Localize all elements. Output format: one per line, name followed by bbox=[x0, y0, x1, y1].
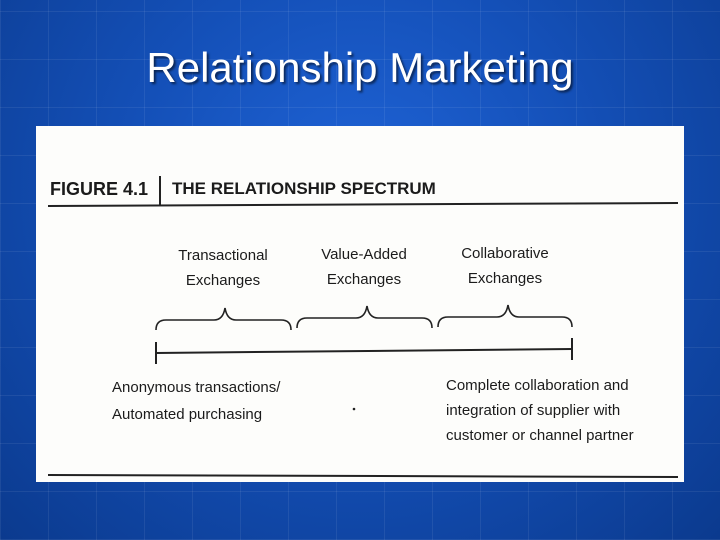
band-label-collaborative-line1: Collaborative bbox=[461, 245, 549, 262]
brace-value-added bbox=[296, 305, 433, 329]
right-note-line1: Complete collaboration and bbox=[446, 377, 629, 394]
header-rule bbox=[47, 202, 679, 207]
band-label-value-added-line2: Exchanges bbox=[327, 271, 401, 288]
left-note-line1: Anonymous transactions/ bbox=[112, 379, 281, 396]
right-note-line3: customer or channel partner bbox=[446, 427, 634, 444]
slide-title: Relationship Marketing bbox=[146, 44, 574, 91]
band-label-value-added-line1: Value-Added bbox=[321, 246, 407, 263]
relationship-spectrum-diagram: FIGURE 4.1 THE RELATIONSHIP SPECTRUM Tra… bbox=[47, 176, 679, 478]
band-label-transactional-line2: Exchanges bbox=[186, 272, 260, 289]
spectrum-line bbox=[155, 348, 573, 354]
band-label-collaborative-line2: Exchanges bbox=[468, 270, 542, 287]
right-note-line2: integration of supplier with bbox=[446, 402, 620, 419]
brace-collaborative bbox=[437, 304, 573, 328]
brace-transactional bbox=[155, 307, 292, 331]
figure-title: THE RELATIONSHIP SPECTRUM bbox=[172, 179, 436, 198]
left-note-line2: Automated purchasing bbox=[112, 406, 262, 423]
band-label-transactional-line1: Transactional bbox=[178, 247, 268, 264]
bottom-rule bbox=[47, 474, 679, 478]
stray-dot bbox=[352, 407, 356, 411]
figure-label: FIGURE 4.1 bbox=[50, 179, 148, 199]
figure-panel: FIGURE 4.1 THE RELATIONSHIP SPECTRUM Tra… bbox=[36, 126, 684, 482]
